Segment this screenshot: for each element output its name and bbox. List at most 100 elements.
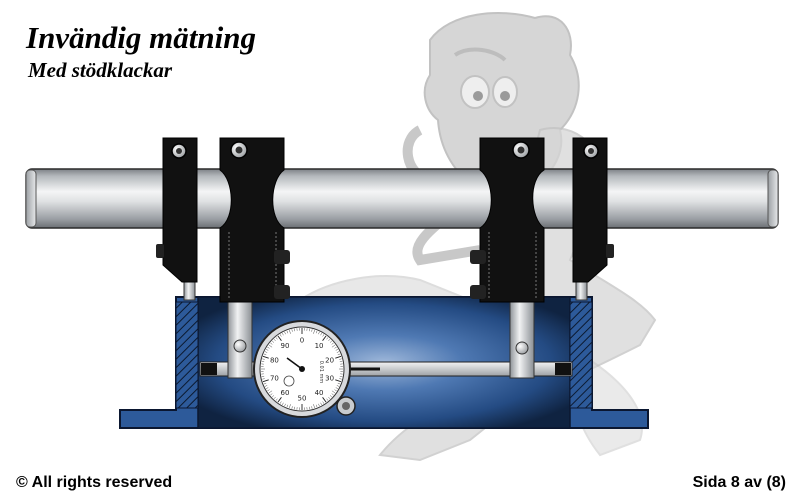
copyright-notice: © All rights reserved	[16, 474, 173, 491]
dial-tick	[336, 385, 340, 387]
dial-tick	[263, 353, 267, 356]
clamp-outer-left	[156, 137, 198, 283]
dial-tick	[264, 385, 268, 387]
dial-tick	[311, 406, 313, 409]
dial-tick	[331, 393, 334, 396]
measuring-bar	[25, 168, 779, 229]
dial-tick	[322, 335, 327, 341]
dial-tick	[322, 401, 325, 404]
dial-tick	[334, 346, 337, 349]
dial-tick	[318, 331, 320, 335]
dial-number: 90	[280, 342, 289, 350]
dial-tick	[275, 337, 278, 340]
dial-tick	[267, 389, 270, 392]
dial-tick	[331, 390, 336, 394]
dial-tick	[264, 351, 268, 353]
dial-tick	[336, 351, 340, 353]
dial-tick	[271, 395, 275, 398]
dial-tick	[284, 403, 286, 407]
dial-tick	[271, 340, 275, 343]
dial-number: 40	[315, 389, 324, 397]
dial-tick	[331, 344, 336, 348]
dial-tick-marks	[261, 328, 343, 410]
dial-tick	[335, 355, 342, 359]
dial-tick	[322, 334, 325, 337]
dial-tick	[279, 401, 282, 404]
dial-tick	[313, 329, 315, 334]
dial-tick	[335, 349, 339, 351]
dial-tick	[335, 387, 339, 389]
dial-tick	[328, 396, 331, 400]
dial-tick	[335, 379, 342, 383]
dial-tick	[289, 404, 291, 409]
dial-number: 60	[280, 389, 289, 397]
clamp-outer-right	[572, 137, 614, 283]
dial-tick	[337, 382, 341, 385]
dial-tick	[262, 378, 265, 380]
dial-tick	[311, 329, 313, 332]
dial-tick	[262, 355, 269, 359]
dial-tick	[329, 340, 333, 343]
dial-tick	[268, 344, 273, 348]
dial-tick	[282, 332, 284, 336]
dial-needle	[286, 357, 303, 370]
dial-tick	[262, 358, 265, 360]
dial-tick	[286, 330, 289, 334]
dial-tick	[337, 353, 341, 356]
clamp-inner-right	[470, 137, 545, 303]
dial-tick	[326, 398, 329, 401]
dial-tick	[277, 335, 282, 341]
dial-tick	[315, 330, 318, 334]
page-subtitle: Med stödklackar	[28, 58, 173, 82]
revolution-counter	[283, 375, 295, 387]
dial-tick	[273, 396, 276, 400]
dial-tick	[289, 329, 291, 334]
dial-tick	[270, 342, 273, 345]
dial-tick	[275, 398, 278, 401]
dial-tick	[268, 390, 273, 394]
page-title: Invändig mätning	[26, 20, 256, 55]
dial-number: 70	[270, 374, 279, 382]
dial-tick	[273, 338, 276, 342]
dial-tick	[265, 349, 269, 351]
dial-tick	[339, 358, 342, 360]
dial-tick	[320, 332, 322, 336]
dial-tick	[322, 397, 327, 403]
dial-number: 50	[298, 395, 307, 403]
dial-tick	[318, 403, 320, 407]
dial-tick	[263, 382, 267, 385]
probe-holder-right	[509, 297, 535, 379]
dial-tick	[286, 404, 289, 408]
dial-tick	[267, 346, 270, 349]
dial-tick	[315, 404, 318, 408]
dial-tick	[339, 378, 342, 380]
dial-tick	[334, 389, 337, 392]
dial-tick	[329, 395, 333, 398]
dial-tick	[262, 379, 269, 383]
dial-number: 80	[270, 357, 279, 365]
dial-tick	[279, 334, 282, 337]
dial-tick	[328, 338, 331, 342]
dial-number: 0	[300, 337, 304, 345]
dial-tick	[282, 402, 284, 406]
dial-tick	[331, 342, 334, 345]
dial-tick	[291, 406, 293, 409]
dial-number: 10	[315, 342, 324, 350]
dial-tick	[313, 404, 315, 409]
dial-tick	[265, 387, 269, 389]
dial-unit-label: 0.01 mm	[318, 361, 324, 384]
dial-tick	[270, 393, 273, 396]
dial-tick	[326, 337, 329, 340]
dial-tick	[291, 329, 293, 332]
page-number: Sida 8 av (8)	[692, 474, 786, 491]
dial-tick	[320, 402, 322, 406]
dial-number: 20	[325, 357, 334, 365]
dial-tick	[277, 397, 282, 403]
dial-tick	[284, 331, 286, 335]
clamp-inner-left	[219, 137, 290, 303]
probe-holder-left	[227, 297, 253, 379]
